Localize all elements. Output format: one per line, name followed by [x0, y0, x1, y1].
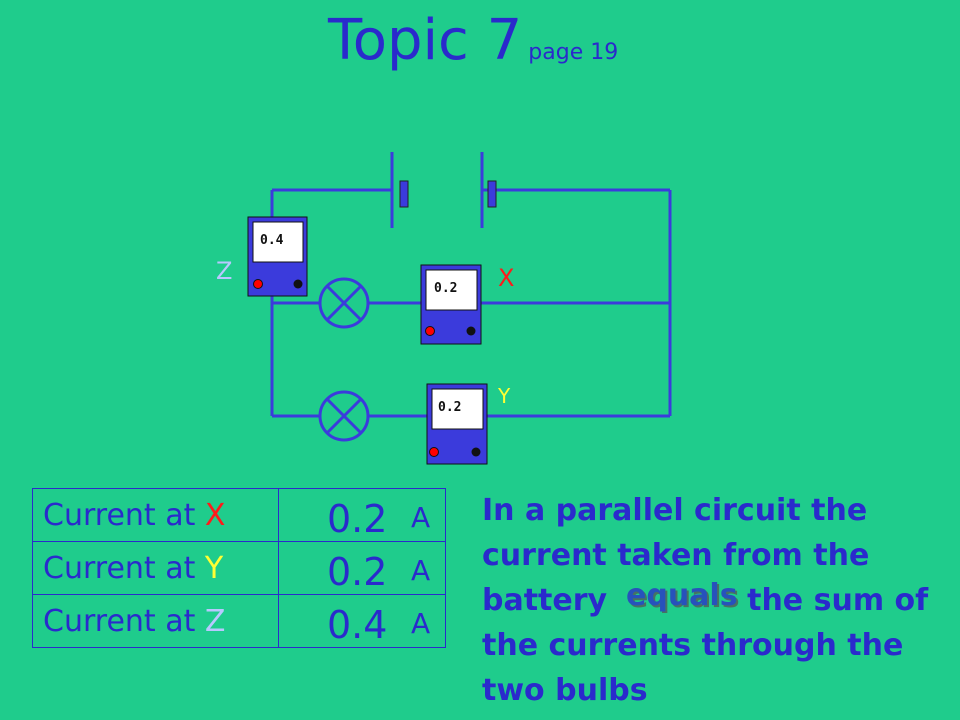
row-label-prefix: Current at: [43, 603, 205, 639]
row-label-point-y: Y: [204, 550, 224, 586]
statement-line: In a parallel circuit the: [482, 493, 868, 528]
battery-short-plate: [399, 180, 409, 208]
row-value-cell: 0.2 A: [278, 488, 446, 542]
table-row: Current at X 0.2 A: [32, 488, 446, 542]
ammeter-z: 0.4: [247, 216, 308, 297]
circuit-diagram: 0.4 0.2 0.2 Z X Y: [216, 152, 672, 465]
statement-line: battery: [482, 583, 608, 618]
row-label-point-x: X: [204, 497, 226, 533]
row-unit: A: [411, 554, 431, 587]
row-value: 0.4: [327, 603, 388, 647]
ammeter-x-reading: 0.2: [434, 281, 457, 296]
row-value: 0.2: [327, 550, 388, 594]
battery-short-plate: [487, 180, 497, 208]
battery: [390, 152, 497, 228]
table-row: Current at Y 0.2 A: [32, 541, 446, 595]
row-value-cell: 0.2 A: [278, 541, 446, 595]
circuit-wires: [270, 188, 672, 418]
row-label-point-z: Z: [204, 603, 226, 639]
point-label-z: Z: [216, 257, 232, 285]
statement-line: the sum of: [747, 583, 929, 618]
statement-line: current taken from the: [482, 538, 870, 573]
ammeter-x: 0.2: [420, 264, 482, 345]
row-label: Current at Z: [32, 594, 279, 648]
ammeter-y: 0.2: [426, 383, 488, 465]
row-value-cell: 0.4 A: [278, 594, 446, 648]
point-label-x: X: [498, 264, 514, 292]
bulb-bottom: [318, 390, 370, 442]
row-label: Current at X: [32, 488, 279, 542]
table-row: Current at Z 0.4 A: [32, 594, 446, 648]
conclusion-statement: In a parallel circuit the current taken …: [482, 488, 952, 713]
ammeter-z-reading: 0.4: [260, 233, 284, 248]
row-unit: A: [411, 607, 431, 640]
row-value: 0.2: [327, 497, 388, 541]
title-main: Topic 7: [328, 8, 523, 73]
ammeter-y-reading: 0.2: [438, 400, 461, 415]
title-page: page 19: [528, 40, 619, 65]
bulb-top: [318, 277, 370, 329]
emphasis-equals: equals: [626, 578, 738, 613]
row-label-prefix: Current at: [43, 550, 205, 586]
row-label-prefix: Current at: [43, 497, 205, 533]
statement-line: two bulbs: [482, 673, 648, 708]
point-label-y: Y: [497, 384, 511, 408]
row-label: Current at Y: [32, 541, 279, 595]
statement-line: the currents through the: [482, 628, 904, 663]
row-unit: A: [411, 501, 431, 534]
